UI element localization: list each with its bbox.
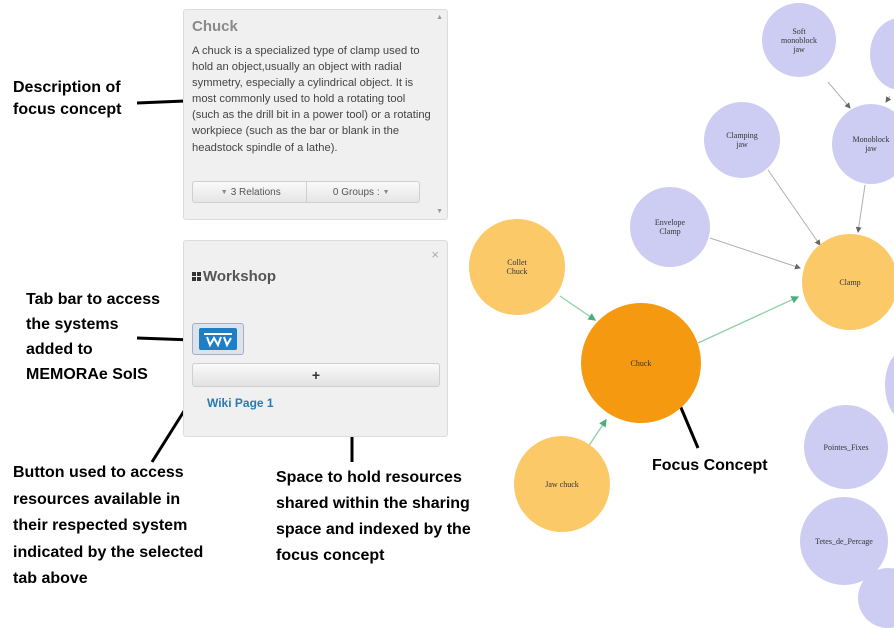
node-chuck-focus[interactable]: Chuck bbox=[581, 303, 701, 423]
wiki-page-link[interactable]: Wiki Page 1 bbox=[207, 396, 274, 410]
edge-chuck-to-clamp bbox=[697, 296, 800, 344]
concept-title: Chuck bbox=[192, 18, 238, 35]
workshop-panel: × Workshop + Wiki Page 1 bbox=[183, 240, 448, 437]
annotation-description: Description of focus concept bbox=[13, 79, 122, 118]
edge-collet-to-chuck bbox=[559, 295, 597, 321]
pointer-description bbox=[136, 99, 186, 105]
edge-jawchuck-to-chuck bbox=[587, 418, 607, 448]
pointer-tab-bar bbox=[136, 336, 193, 342]
relations-groups-bar: ▼ 3 Relations 0 Groups : ▼ bbox=[192, 181, 420, 203]
close-icon[interactable]: × bbox=[431, 247, 439, 262]
annotation-space: Space to hold resources shared within th… bbox=[276, 469, 471, 564]
annotation-focus-concept: Focus Concept bbox=[652, 457, 768, 474]
edge-clamping-to-clamp bbox=[767, 169, 821, 246]
scroll-down-arrow[interactable]: ▼ bbox=[436, 208, 443, 215]
concept-description-text: A chuck is a specialized type of clamp u… bbox=[192, 45, 431, 154]
scroll-up-arrow[interactable]: ▲ bbox=[436, 14, 443, 21]
node-pointes-fixes[interactable]: Pointes_Fixes bbox=[804, 405, 888, 489]
caret-down-icon: ▼ bbox=[220, 188, 228, 196]
relations-dropdown[interactable]: ▼ 3 Relations bbox=[193, 182, 306, 202]
edge-envelope-to-clamp bbox=[709, 237, 801, 270]
groups-dropdown[interactable]: 0 Groups : ▼ bbox=[305, 182, 420, 202]
groups-label: 0 Groups : bbox=[332, 186, 380, 198]
edge-soft-to-monoblock bbox=[827, 81, 851, 109]
pointer-focus bbox=[677, 402, 700, 449]
wiki-system-icon bbox=[199, 328, 237, 350]
edge-monoblock-to-clamp bbox=[855, 184, 866, 233]
concept-description-panel: Chuck ▲ A chuck is a specialized type of… bbox=[183, 9, 448, 220]
annotation-tab-bar: Tab bar to access the systems added to M… bbox=[26, 291, 160, 383]
caret-down-icon: ▼ bbox=[382, 188, 390, 196]
workshop-title-text: Workshop bbox=[203, 268, 277, 285]
system-tab-wiki[interactable] bbox=[192, 323, 244, 355]
add-resource-button[interactable]: + bbox=[192, 363, 440, 387]
node-unnamed-right[interactable] bbox=[885, 350, 894, 420]
edge-topright-to-monoblock bbox=[885, 95, 892, 103]
relations-label: 3 Relations bbox=[230, 186, 281, 198]
grid-icon bbox=[192, 272, 201, 281]
workshop-title: Workshop bbox=[192, 268, 276, 285]
node-jaw-chuck[interactable]: Jaw chuck bbox=[514, 436, 610, 532]
annotation-button: Button used to access resources availabl… bbox=[13, 464, 204, 587]
node-clamp[interactable]: Clamp bbox=[802, 234, 894, 330]
